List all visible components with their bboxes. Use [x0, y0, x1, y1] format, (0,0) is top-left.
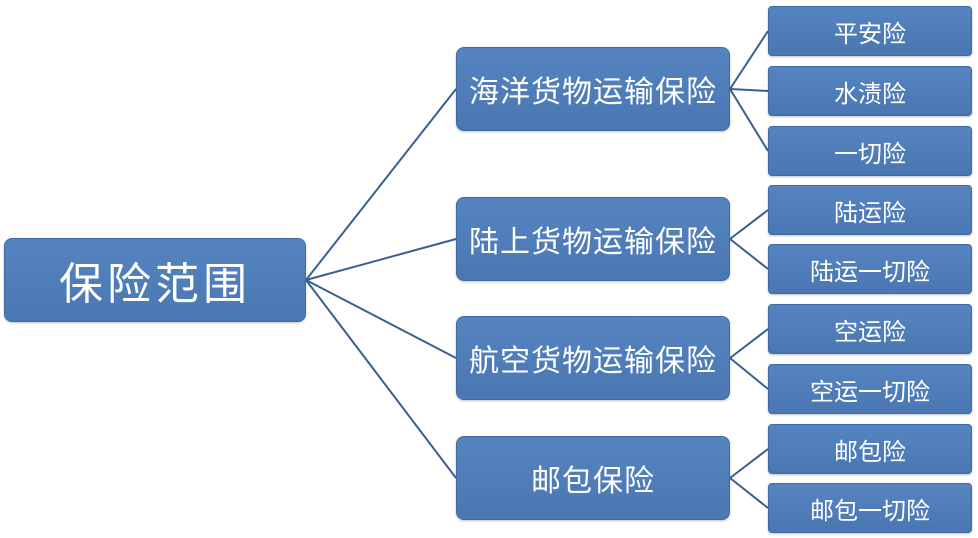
leaf-node-parcel-post-all-risks: 邮包一切险 [768, 483, 972, 533]
connector-marine-leaf-3 [729, 88, 769, 152]
connector-marine-leaf-2 [729, 88, 769, 92]
leaf-node-overland-all-risks: 陆运一切险 [768, 244, 972, 294]
leaf-node-label: 邮包险 [834, 437, 906, 466]
leaf-node-label: 空运险 [834, 317, 906, 346]
branch-node-label: 陆上货物运输保险 [469, 225, 717, 260]
leaf-node-fpa: 平安险 [768, 6, 972, 56]
connector-root-branch-marine [305, 88, 457, 281]
root-node-label: 保险范围 [59, 259, 251, 310]
connector-root-branch-post [305, 279, 457, 479]
leaf-node-wpa: 水渍险 [768, 66, 972, 116]
connector-air-leaf-1 [729, 328, 769, 359]
leaf-node-air-all-risks: 空运一切险 [768, 364, 972, 414]
root-node-insurance-scope: 保险范围 [4, 238, 306, 322]
connector-air-leaf-2 [729, 357, 769, 390]
leaf-node-label: 水渍险 [834, 79, 906, 108]
branch-node-label: 邮包保险 [531, 464, 655, 499]
branch-node-air-cargo: 航空货物运输保险 [456, 316, 730, 400]
connector-land-leaf-2 [729, 238, 769, 270]
leaf-node-air: 空运险 [768, 304, 972, 354]
branch-node-marine-cargo: 海洋货物运输保险 [456, 47, 730, 131]
connector-post-leaf-2 [729, 477, 769, 509]
leaf-node-label: 平安险 [834, 19, 906, 48]
leaf-node-all-risks: 一切险 [768, 126, 972, 176]
leaf-node-label: 邮包一切险 [810, 496, 930, 525]
leaf-node-parcel-post-risks: 邮包险 [768, 424, 972, 474]
branch-node-label: 航空货物运输保险 [469, 344, 717, 379]
leaf-node-label: 陆运一切险 [810, 257, 930, 286]
leaf-node-label: 陆运险 [834, 198, 906, 227]
connector-root-branch-land [305, 238, 457, 281]
branch-node-land-cargo: 陆上货物运输保险 [456, 197, 730, 281]
connector-marine-leaf-1 [729, 30, 769, 90]
connector-post-leaf-1 [729, 448, 769, 479]
leaf-node-overland: 陆运险 [768, 185, 972, 235]
connector-land-leaf-1 [729, 209, 769, 240]
leaf-node-label: 一切险 [834, 139, 906, 168]
branch-node-parcel-post: 邮包保险 [456, 436, 730, 520]
connector-root-branch-air [305, 279, 457, 359]
branch-node-label: 海洋货物运输保险 [469, 75, 717, 110]
leaf-node-label: 空运一切险 [810, 377, 930, 406]
